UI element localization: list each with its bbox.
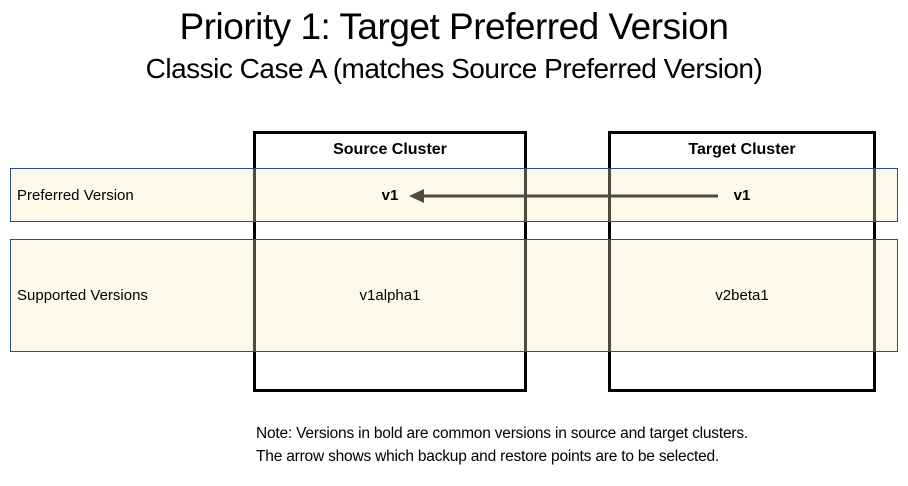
target-supported-versions: v2beta1: [715, 287, 769, 304]
supported-versions-label: Supported Versions: [17, 287, 148, 304]
preferred-version-label: Preferred Version: [17, 186, 134, 204]
source-supported-versions: v1alpha1: [359, 287, 421, 304]
source-cluster-box: [253, 131, 527, 392]
target-preferred-version: v1: [733, 186, 751, 204]
note-line-2: The arrow shows which backup and restore…: [256, 448, 720, 465]
source-cluster-header: Source Cluster: [333, 141, 447, 158]
left-arrow-icon: [409, 189, 718, 203]
backup-restore-arrow: [405, 185, 725, 207]
source-preferred-version: v1: [381, 186, 399, 204]
page-title: Priority 1: Target Preferred Version: [179, 6, 729, 47]
target-cluster-header: Target Cluster: [688, 141, 796, 158]
preferred-version-band: [10, 168, 898, 222]
note: Note: Versions in bold are common versio…: [256, 422, 896, 468]
target-cluster-box: [608, 131, 876, 392]
page-subtitle: Classic Case A (matches Source Preferred…: [145, 53, 763, 84]
note-line-1: Note: Versions in bold are common versio…: [256, 425, 748, 442]
supported-versions-band: [10, 239, 898, 352]
